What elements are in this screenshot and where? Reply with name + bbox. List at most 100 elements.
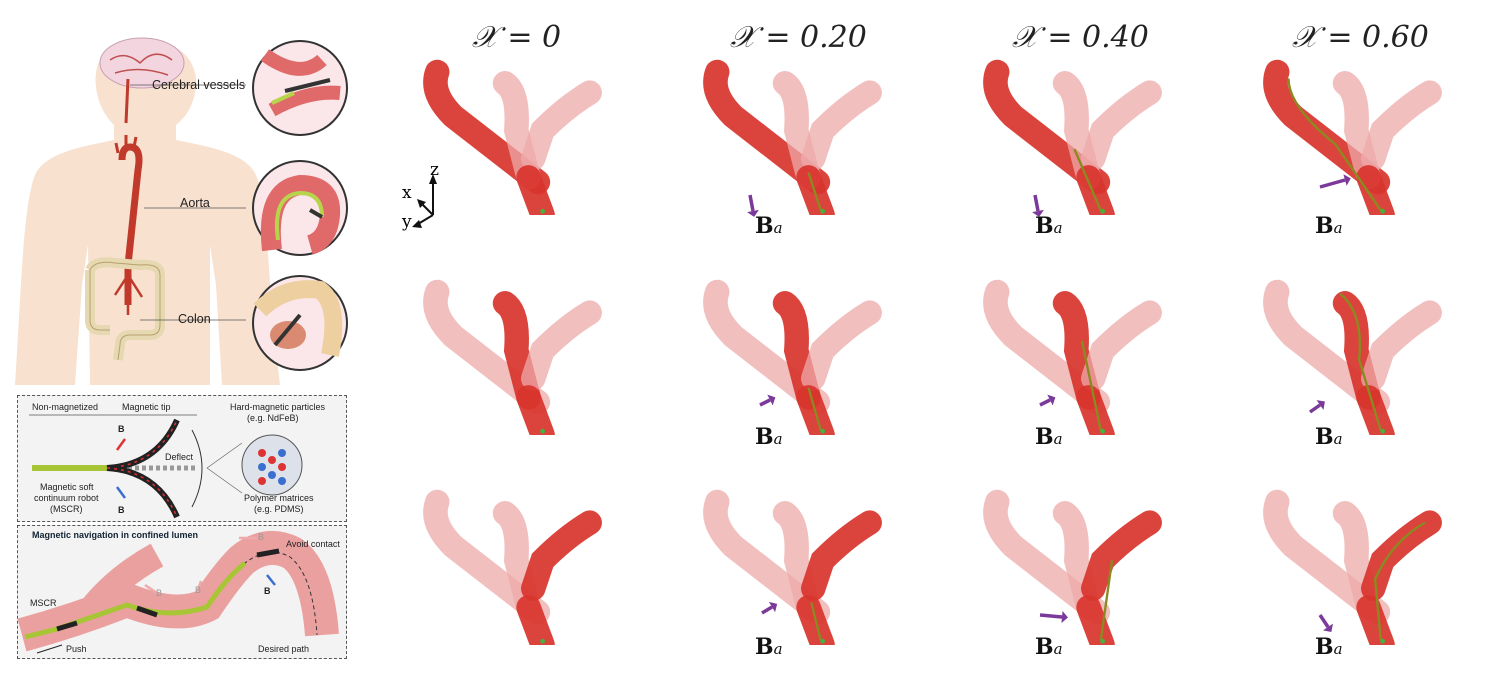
vessel-branch-0 [983,279,1111,415]
vessel-render-r0-c0 [423,59,602,215]
insertion-point [1380,208,1385,214]
label-robot-2: continuum robot [34,493,99,503]
vessel-branch-0 [423,279,551,415]
column-title-1: 𝒳 = 0.20 [730,20,867,55]
field-label-r0-c3: Ba [1315,213,1343,239]
axis-label-z: z [430,160,439,180]
vessel-branch-0 [1263,59,1391,195]
label-desired: Desired path [258,644,310,654]
vessel-branch-0 [423,489,551,625]
vessel-branch-2 [801,510,882,601]
label-mscr: MSCR [30,598,57,608]
label-b-nav-1: B [258,532,265,542]
vessel-branch-1 [492,291,541,410]
vessel-branch-0 [423,59,551,195]
vessel-branch-2 [1081,300,1162,391]
vessel-render-r1-c2 [983,279,1162,435]
label-polymer: Polymer matrices [244,493,314,503]
vessel-render-r2-c3 [1263,489,1442,645]
vessel-branch-0 [1263,279,1391,415]
anatomy-illustration [15,37,348,385]
vessel-branch-1 [772,291,821,410]
insertion-point [540,208,545,214]
field-label-r1-c1: Ba [755,424,783,450]
vessel-branch-0 [1263,489,1391,625]
label-b-nav-3: B [195,585,202,595]
robot-centerline [1073,148,1102,211]
field-label-r2-c2: Ba [1035,634,1063,660]
human-body-silhouette [15,43,280,385]
label-b-nav-4: B [264,586,271,596]
vessel-branch-3 [516,165,555,215]
vessel-branch-1 [1332,501,1381,620]
mscr-schematic [29,414,303,519]
vessel-render-r0-c3 [1263,59,1442,215]
label-b-nav-2: B [156,588,163,598]
insertion-point [1380,638,1385,644]
column-title-0: 𝒳 = 0 [472,20,562,55]
vessel-branch-1 [1332,291,1381,410]
vessel-render-r2-c1 [703,489,882,645]
vessel-branch-2 [521,510,602,601]
field-label-r1-c3: Ba [1315,424,1343,450]
vessel-branch-2 [1361,300,1442,391]
robot-centerline [1373,521,1426,641]
vessel-branch-2 [1361,80,1442,171]
vessel-branch-0 [703,489,831,625]
vessel-branch-1 [492,501,541,620]
robot-centerline [807,387,822,431]
vessel-branch-0 [983,489,1111,625]
vessel-render-r1-c0 [423,279,602,435]
vessel-branch-2 [1361,510,1442,601]
vessel-branch-2 [1081,80,1162,171]
aorta-vessel [118,143,143,305]
vessel-branch-1 [1052,501,1101,620]
label-colon: Colon [178,312,211,326]
robot-centerline [1287,78,1382,211]
vessel-branch-1 [1052,291,1101,410]
vessel-branch-1 [1332,71,1381,190]
axes-triad [412,174,437,228]
label-robot-1: Magnetic soft [40,482,94,492]
nav-title: Magnetic navigation in confined lumen [32,530,199,540]
insertion-point [540,638,545,644]
field-label-r2-c3: Ba [1315,634,1343,660]
vessel-branch-2 [801,300,882,391]
vessel-branch-3 [516,595,555,645]
vessel-render-r1-c1 [703,279,882,435]
vessel-branch-2 [1081,510,1162,601]
vessel-branch-2 [801,80,882,171]
vessel-render-r2-c0 [423,489,602,645]
column-title-3: 𝒳 = 0.60 [1292,20,1429,55]
insertion-point [820,638,825,644]
robot-centerline [807,172,822,211]
insertion-point [1100,428,1105,434]
brain [99,37,185,89]
insertion-point [1100,208,1105,214]
label-non-magnetized: Non-magnetized [32,402,99,412]
label-polymer-eg: (e.g. PDMS) [254,504,304,514]
label-b-down: B [118,505,125,515]
field-label-r0-c1: Ba [755,213,783,239]
robot-centerline [1099,560,1114,641]
vessel-branch-0 [703,59,831,195]
vessel-branch-0 [703,279,831,415]
vessel-branch-3 [516,385,555,435]
robot-centerline [1080,340,1102,431]
label-magnetic-tip: Magnetic tip [122,402,171,412]
label-aorta: Aorta [180,196,210,210]
insertion-point [540,428,545,434]
robot-path [24,561,247,640]
column-title-2: 𝒳 = 0.40 [1012,20,1149,55]
vessel-render-r1-c3 [1263,279,1442,435]
vessel-branch-1 [492,71,541,190]
label-b-up: B [118,424,125,434]
